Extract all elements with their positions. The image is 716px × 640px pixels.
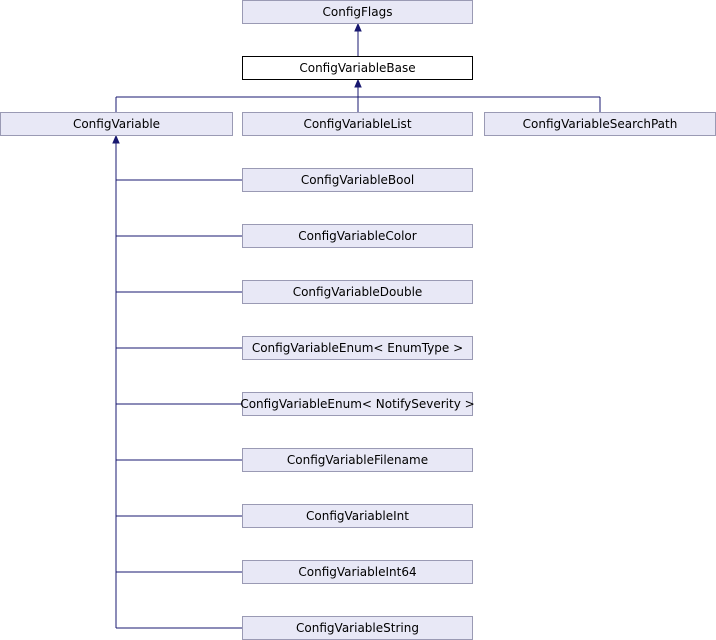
node-label: ConfigVariableDouble xyxy=(293,285,423,299)
node-config-variable-int[interactable]: ConfigVariableInt xyxy=(242,504,473,528)
node-label: ConfigVariableInt64 xyxy=(298,565,416,579)
node-config-variable-color[interactable]: ConfigVariableColor xyxy=(242,224,473,248)
node-label: ConfigVariableFilename xyxy=(287,453,428,467)
node-config-flags[interactable]: ConfigFlags xyxy=(242,0,473,24)
node-config-variable-base: ConfigVariableBase xyxy=(242,56,473,80)
node-label: ConfigVariableInt xyxy=(306,509,409,523)
node-config-variable-list[interactable]: ConfigVariableList xyxy=(242,112,473,136)
node-label: ConfigVariableSearchPath xyxy=(523,117,678,131)
node-label: ConfigFlags xyxy=(323,5,393,19)
node-config-variable[interactable]: ConfigVariable xyxy=(0,112,233,136)
node-label: ConfigVariableString xyxy=(296,621,419,635)
node-config-variable-search-path[interactable]: ConfigVariableSearchPath xyxy=(484,112,716,136)
node-label: ConfigVariableList xyxy=(303,117,411,131)
node-label: ConfigVariableEnum< EnumType > xyxy=(252,341,463,355)
node-config-variable-string[interactable]: ConfigVariableString xyxy=(242,616,473,640)
node-label: ConfigVariableBool xyxy=(301,173,414,187)
node-config-variable-enum-notifyseverity[interactable]: ConfigVariableEnum< NotifySeverity > xyxy=(240,392,475,416)
arrowhead-base xyxy=(354,78,362,88)
node-config-variable-filename[interactable]: ConfigVariableFilename xyxy=(242,448,473,472)
node-label: ConfigVariableBase xyxy=(299,61,415,75)
node-config-variable-bool[interactable]: ConfigVariableBool xyxy=(242,168,473,192)
node-label: ConfigVariableColor xyxy=(298,229,416,243)
arrowhead-variable xyxy=(112,134,120,144)
arrowhead-flags xyxy=(354,22,362,32)
node-config-variable-int64[interactable]: ConfigVariableInt64 xyxy=(242,560,473,584)
node-config-variable-enum-enumtype[interactable]: ConfigVariableEnum< EnumType > xyxy=(242,336,473,360)
node-label: ConfigVariable xyxy=(73,117,160,131)
node-config-variable-double[interactable]: ConfigVariableDouble xyxy=(242,280,473,304)
node-label: ConfigVariableEnum< NotifySeverity > xyxy=(240,397,474,411)
